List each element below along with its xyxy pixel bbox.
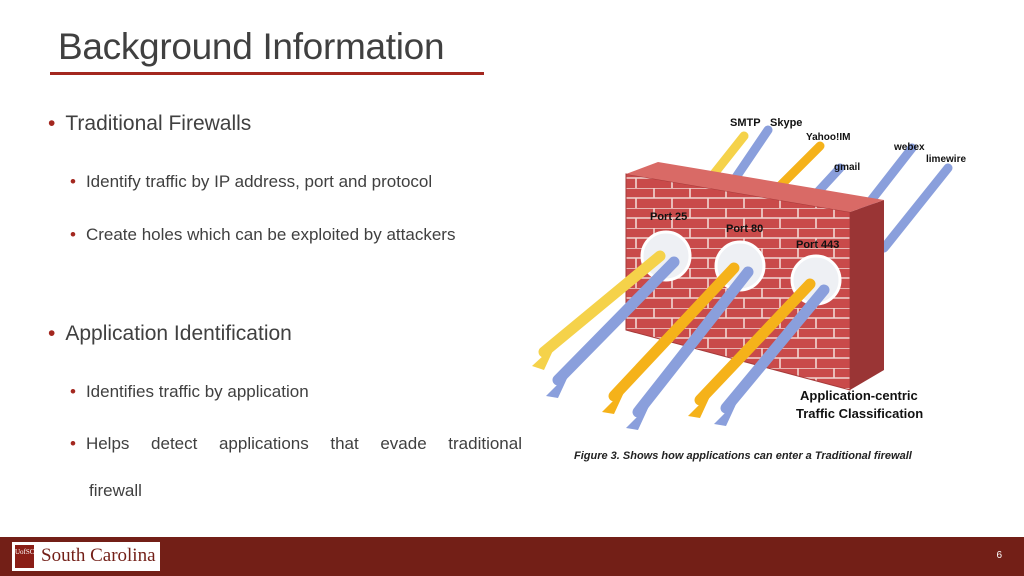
bullet-dot-icon: • [70, 225, 76, 244]
logo-seal-icon: UofSC [15, 545, 34, 568]
bullet-dot-icon: • [70, 382, 76, 401]
bullet-application-identification: •Application Identification [48, 322, 292, 345]
bullet-list: •Traditional Firewalls •Identify traffic… [0, 0, 530, 530]
label-gmail: gmail [834, 162, 860, 173]
university-logo: UofSC South Carolina [12, 542, 160, 571]
label-smtp: SMTP [730, 117, 761, 129]
slide-title: Background Information [58, 26, 445, 67]
bullet-identify-traffic: •Identify traffic by IP address, port an… [70, 172, 433, 191]
figure-caption: Figure 3. Shows how applications can ent… [574, 450, 912, 462]
footer-bar: UofSC South Carolina 6 [0, 537, 1024, 576]
outgoing-arrows [532, 250, 830, 430]
label-skype: Skype [770, 117, 802, 129]
bullet-helps-detect: •Helps detect applications that evade tr… [70, 434, 522, 453]
logo-wordmark: South Carolina [41, 545, 156, 566]
bullet-dot-icon: • [48, 112, 56, 135]
label-yahoo-im: Yahoo!IM [806, 132, 850, 143]
bullet-identifies-traffic: •Identifies traffic by application [70, 382, 309, 401]
bullet-dot-icon: • [70, 172, 76, 191]
bullet-dot-icon: • [48, 322, 56, 345]
page-number: 6 [996, 550, 1002, 561]
label-application-centric: Application-centric [800, 388, 918, 403]
label-limewire: limewire [926, 154, 966, 165]
label-webex: webex [893, 142, 925, 153]
title-underline [50, 72, 484, 75]
bullet-dot-icon: • [70, 434, 76, 453]
firewall-illustration: SMTP Skype Yahoo!IM gmail webex limewire… [528, 108, 986, 440]
label-port-25: Port 25 [650, 211, 687, 223]
bullet-create-holes: •Create holes which can be exploited by … [70, 225, 456, 244]
label-port-80: Port 80 [726, 223, 763, 235]
bullet-helps-detect-continuation: firewall [89, 481, 142, 500]
bullet-traditional-firewalls: •Traditional Firewalls [48, 112, 252, 135]
label-traffic-classification: Traffic Classification [796, 406, 923, 421]
label-port-443: Port 443 [796, 239, 839, 251]
